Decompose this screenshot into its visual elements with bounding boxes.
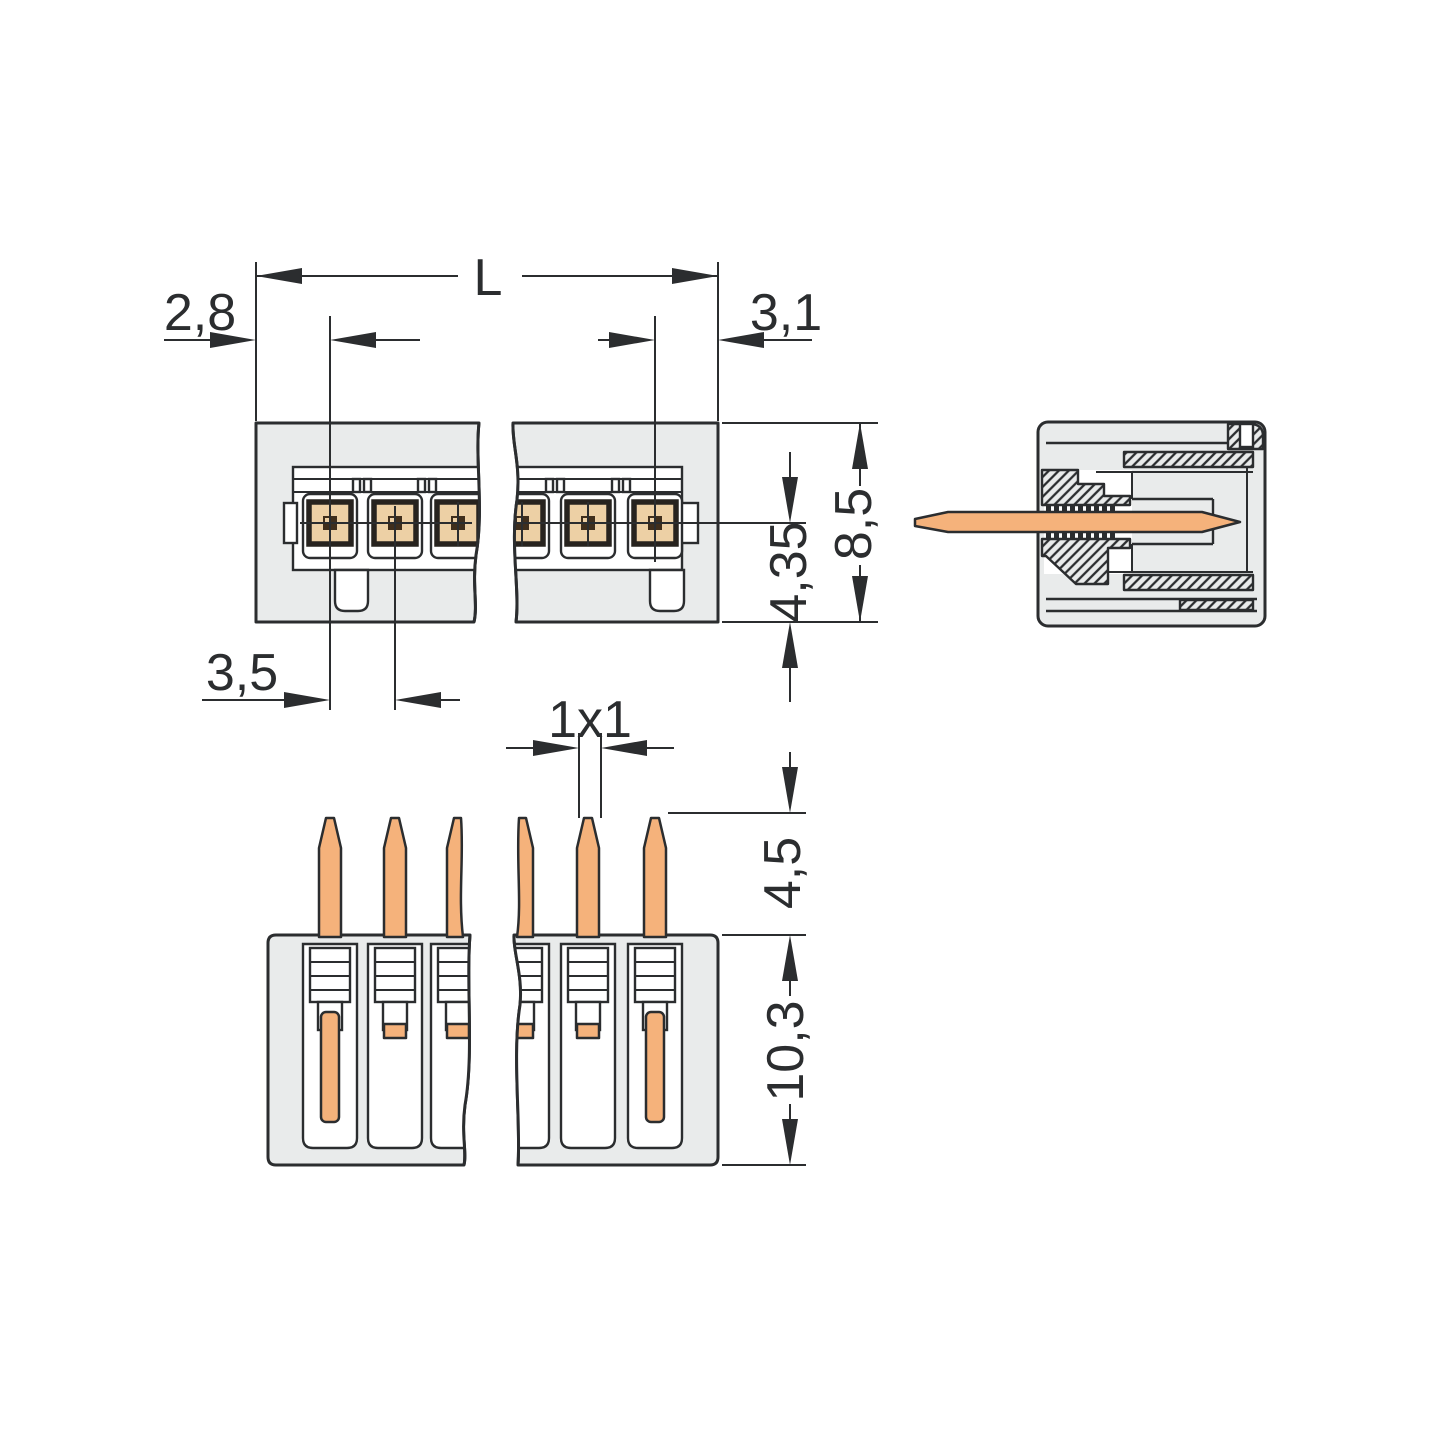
solder-pin-broken (445, 816, 465, 939)
dim-left-offset: 2,8 (164, 284, 420, 348)
dim-label-housing-depth: 10,3 (757, 1000, 815, 1101)
solder-pin (317, 816, 343, 939)
bottom-right-interior (513, 942, 684, 1150)
dim-label-right-offset: 3,1 (750, 284, 822, 342)
break-edge (462, 934, 472, 1166)
dim-label-pin-cross-section: 1x1 (548, 691, 632, 749)
contact-channel (513, 942, 551, 1150)
dim-pin-protrusion: 4,5 (668, 752, 812, 909)
dim-pin-axis-to-bottom: 4,35 (760, 452, 818, 702)
break-edge (511, 422, 520, 623)
clamp-block-lower (1040, 537, 1132, 586)
section-strip-bottom-right (1178, 598, 1255, 612)
knurl-teeth (1046, 505, 1115, 540)
bottom-notch-right (648, 568, 686, 613)
contact-channel (429, 942, 470, 1150)
dim-overall-length: L (255, 249, 719, 421)
dim-label-pin-axis-to-bottom: 4,35 (760, 521, 818, 622)
section-bar-bottom (1122, 573, 1255, 592)
solder-pin-broken (515, 816, 535, 939)
break-edge (512, 934, 523, 1166)
dim-label-pin-protrusion: 4,5 (754, 837, 812, 909)
dim-label-housing-height: 8,5 (825, 488, 883, 560)
keying-tab-left (282, 501, 299, 545)
dim-pin-pitch: 3,5 (202, 644, 460, 708)
dim-label-left-offset: 2,8 (164, 284, 236, 342)
bottom-left-interior (301, 942, 470, 1150)
side-pin (913, 510, 1242, 534)
section-bar-top (1122, 450, 1255, 469)
front-view: L 2,8 3,1 3,5 (164, 249, 883, 710)
solder-pin (382, 816, 408, 939)
corner-notch (1238, 422, 1255, 449)
dim-label-overall-length: L (474, 249, 503, 307)
dim-housing-height: 8,5 (722, 422, 883, 623)
contact-channel (301, 942, 359, 1150)
contact-channel (559, 942, 617, 1150)
dim-right-offset: 3,1 (598, 284, 822, 348)
dim-housing-depth: 10,3 (722, 934, 815, 1166)
contact-channel (366, 942, 424, 1150)
solder-pin (642, 816, 668, 939)
bottom-view: 1x1 4,5 10,3 (266, 691, 815, 1167)
dim-pin-cross-section: 1x1 (506, 691, 674, 818)
contact-channel (626, 942, 684, 1150)
solder-pins (317, 816, 668, 939)
dim-label-pin-pitch: 3,5 (206, 644, 278, 702)
bottom-notch-left (333, 568, 370, 613)
solder-pin (575, 816, 601, 939)
break-edge (472, 422, 481, 623)
centerlines (300, 316, 806, 710)
side-section-view (913, 420, 1267, 628)
